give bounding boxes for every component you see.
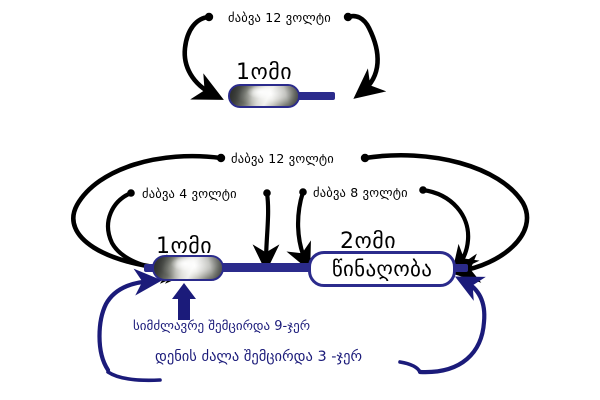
bottom-supply-label: ძაბვა 12 ვოლტი [231, 151, 334, 166]
power-note-arrow [97, 268, 163, 373]
top-circuit-wire [290, 92, 335, 100]
bottom-resistor-1-ohm [152, 255, 224, 281]
note-power: სიმძლავრე შემცირდა 9-ჯერ [133, 319, 311, 334]
bottom-resistor1-value-label: 1ომი [156, 234, 213, 259]
drop-left-label: ძაბვა 4 ვოლტი [142, 186, 237, 201]
note-current: დენის ძალა შემცირდა 3 -ჯერ [155, 349, 362, 365]
bottom-supply-arrow-left [71, 153, 226, 284]
top-supply-arrow-left [182, 12, 224, 100]
bottom-resistor2-value-label: 2ომი [340, 229, 397, 254]
current-note-block-arrow [172, 283, 196, 320]
right-note-arrow [417, 276, 487, 375]
top-resistor-value-label: 1ომი [236, 60, 293, 85]
drop-right-arrow-b [419, 186, 480, 274]
drop-left-arrow-b [252, 189, 280, 273]
drop-right-label: ძაბვა 8 ვოლტი [313, 185, 408, 200]
top-resistor-1-ohm [228, 84, 300, 108]
resistance-box-text: წინაღობა [331, 257, 433, 281]
bottom-circuit-wire-right-stub [450, 264, 468, 272]
top-supply-arrow-right [343, 12, 387, 99]
bottom-circuit-wire [218, 263, 314, 272]
top-supply-label: ძაბვა 12 ვოლტი [228, 10, 331, 25]
bottom-resistor-2-ohm-box: წინაღობა [308, 251, 456, 287]
drop-right-arrow-a [286, 188, 311, 272]
bottom-note-arc [106, 360, 422, 383]
bottom-supply-arrow-right [360, 153, 530, 283]
